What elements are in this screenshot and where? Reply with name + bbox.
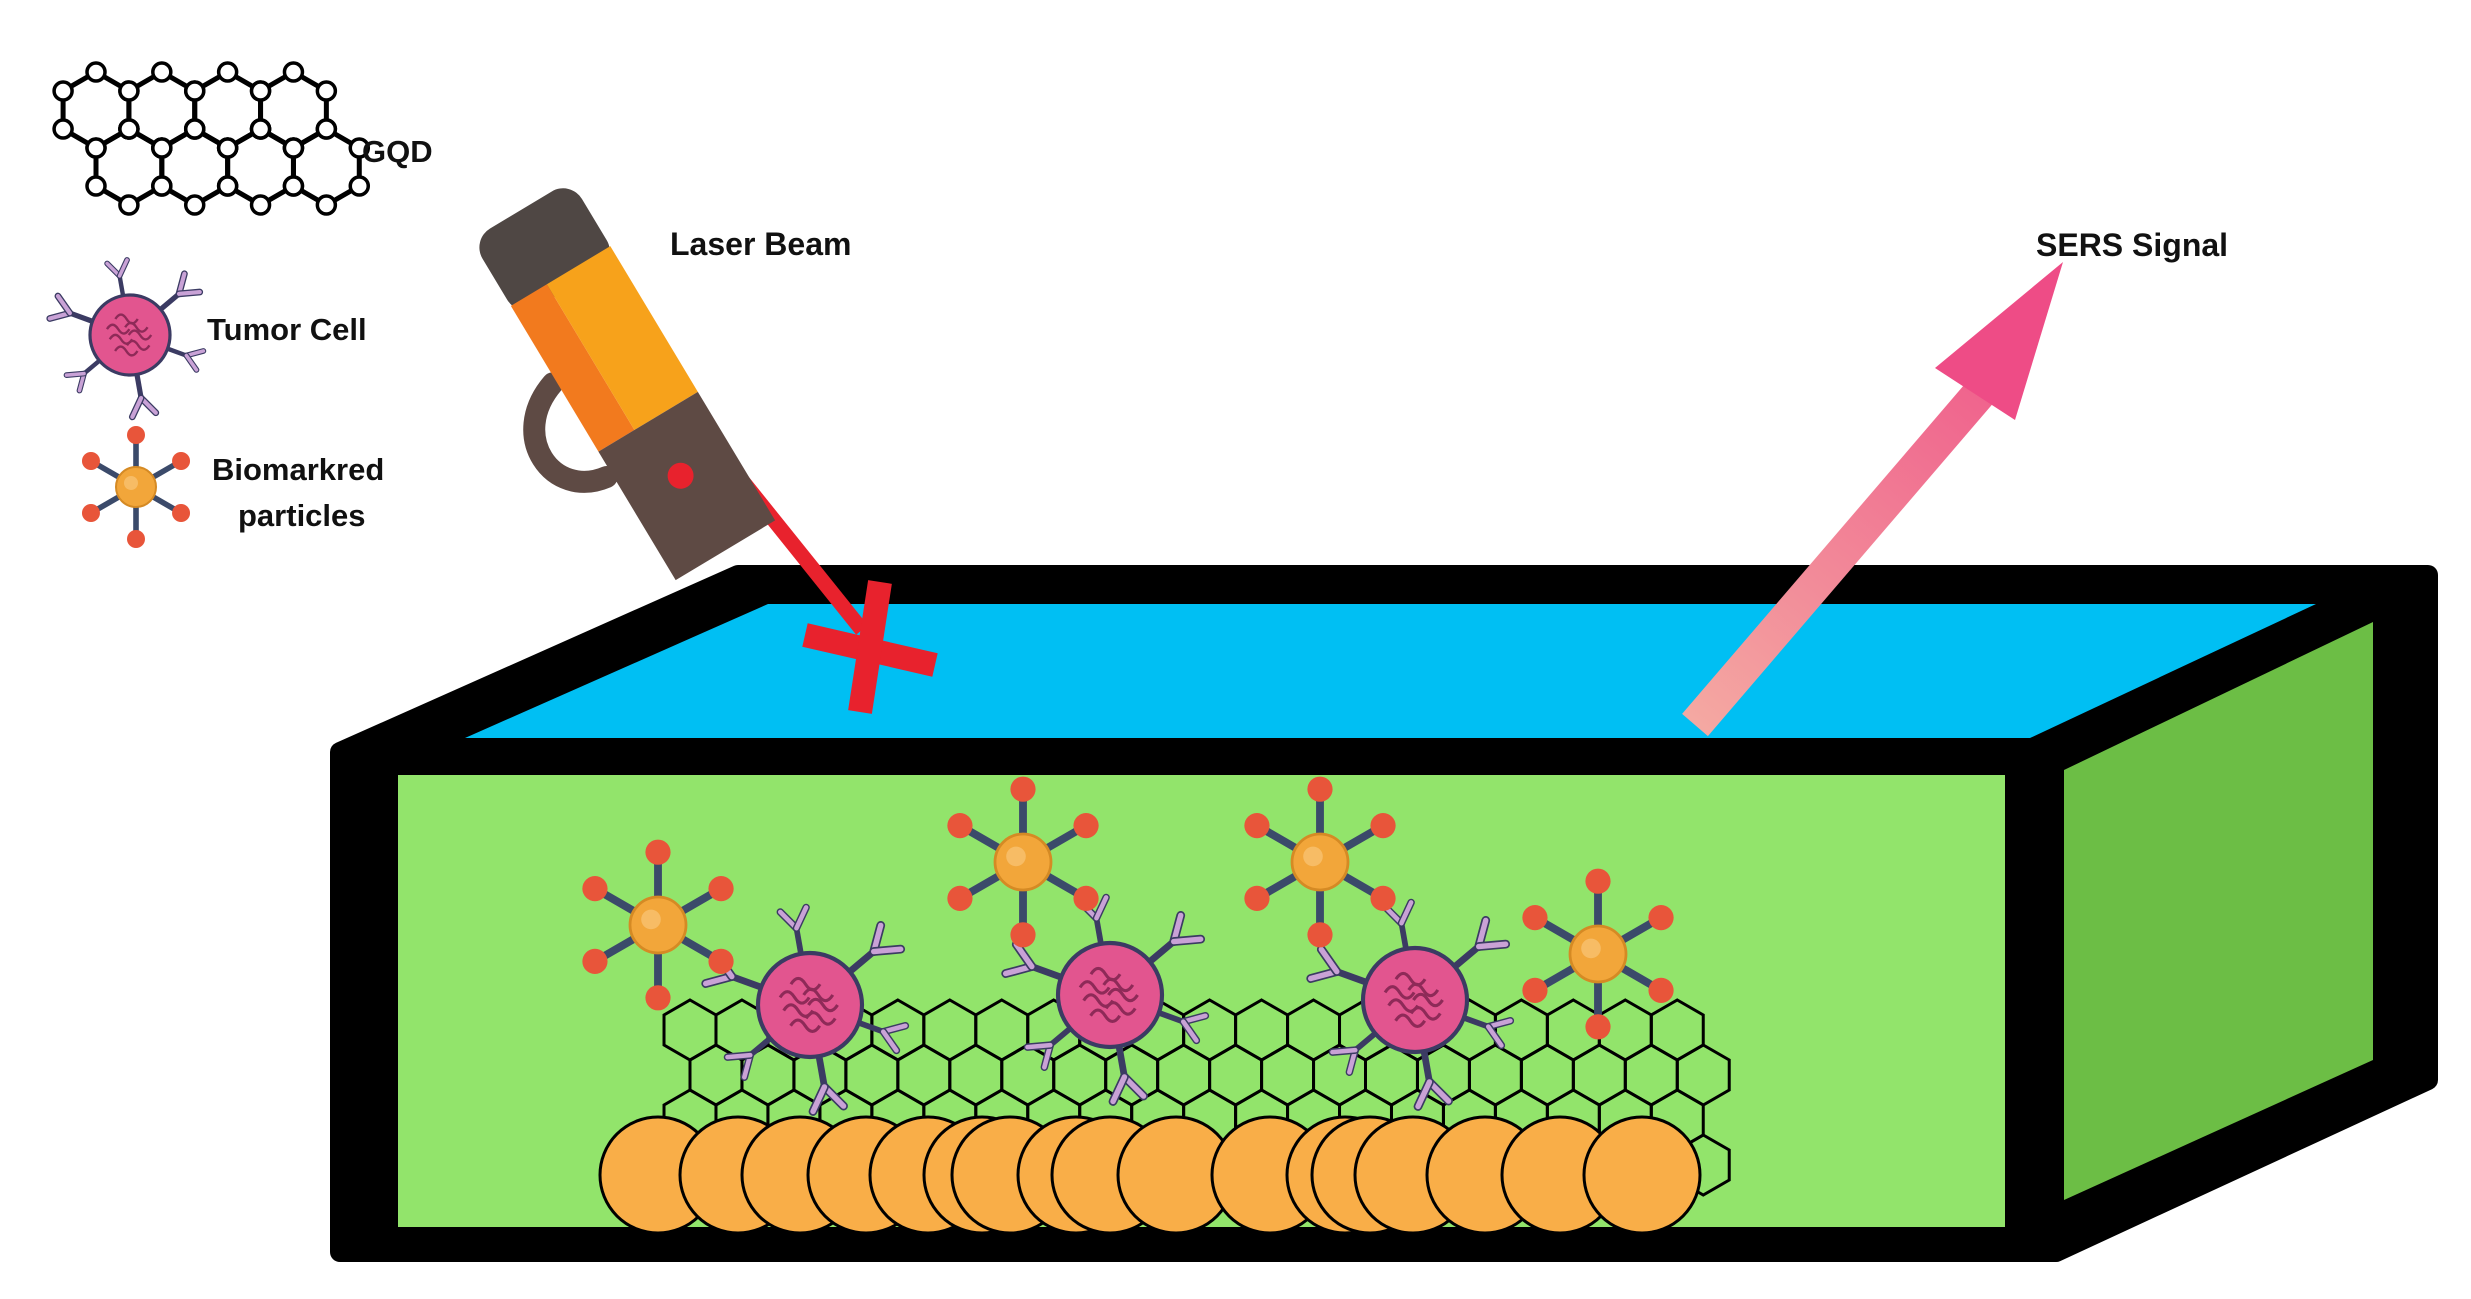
tumor-cell-legend-label: Tumor Cell (207, 312, 367, 347)
antibody-icon (1023, 1024, 1074, 1071)
box-side-face (2064, 622, 2373, 1200)
laser-focus-cross-icon (802, 580, 938, 714)
antibody-icon (1460, 1014, 1515, 1050)
lattice-atom (183, 118, 206, 140)
lattice-atom (52, 80, 74, 102)
gold-nanoparticle-layer (598, 1115, 1702, 1235)
tumor-cell-icon (46, 257, 207, 421)
antibody-icon (104, 257, 130, 298)
lattice-atom (52, 118, 74, 140)
antibody-icon (1328, 1029, 1379, 1076)
antibody-icon (1145, 911, 1206, 966)
gqd-legend-icon (52, 61, 371, 216)
lattice-atom (151, 61, 173, 83)
antibody-icon (855, 1019, 910, 1055)
lattice-atom (151, 175, 173, 197)
lattice-atom (348, 175, 371, 197)
antibody-icon (63, 357, 103, 394)
antibody-icon (1001, 940, 1065, 982)
biomarker-legend-label-line1: Biomarkred (212, 452, 384, 487)
laser-device (479, 188, 938, 714)
antibody-icon (1413, 1048, 1453, 1111)
antibody-icon (128, 371, 160, 421)
lattice-atom (85, 175, 107, 197)
gqd-hexagon (159, 126, 231, 208)
lattice-atom (118, 118, 140, 140)
lattice-atom (216, 175, 239, 197)
gqd-hexagon (225, 126, 296, 208)
antibody-icon (845, 921, 906, 976)
lattice-atom (348, 137, 371, 159)
sers-signal-label: SERS Signal (2036, 227, 2228, 263)
tumor-cell-icon (1001, 893, 1210, 1106)
antibody-icon (164, 345, 207, 373)
antibody-icon (776, 903, 810, 957)
gold-nanoparticle (1582, 1115, 1702, 1235)
lattice-atom (85, 137, 107, 159)
tumor-cell-icon (701, 903, 910, 1116)
liquid-surface (465, 604, 2316, 738)
tumor-cell-icon (1306, 898, 1515, 1111)
legend: GQD Tumor Cell Biomarkred particles (46, 61, 433, 548)
antibody-icon (46, 292, 96, 325)
antibody-icon (1306, 945, 1370, 987)
laser-beam-label: Laser Beam (670, 226, 851, 262)
lattice-atom (151, 137, 173, 159)
lattice-atom (85, 61, 107, 83)
sers-arrow-head (1935, 262, 2063, 420)
laser-body-dark (510, 284, 635, 452)
lattice-atom (118, 80, 140, 102)
lattice-atom (315, 118, 338, 140)
biomarker-particle-legend-icon (81, 426, 191, 548)
lattice-atom (282, 137, 305, 159)
lattice-atom (249, 80, 272, 102)
lattice-atom (216, 61, 239, 83)
lattice-atom (216, 137, 239, 159)
antibody-icon (808, 1053, 848, 1116)
lattice-atom (249, 194, 272, 216)
biomarker-legend-label-line2: particles (238, 498, 366, 533)
gqd-hexagon (93, 126, 165, 208)
biomarker-particle-icon (1244, 776, 1396, 948)
tumor-cells (701, 893, 1515, 1116)
lattice-atom (315, 80, 338, 102)
biomarker-particle-icon (582, 839, 734, 1011)
biomarker-particles (582, 776, 1674, 1040)
biomarker-particle-icon (1522, 868, 1674, 1040)
lattice-atom (315, 194, 338, 216)
lattice-atom (249, 118, 272, 140)
lattice-atom (183, 80, 206, 102)
gqd-hexagon (290, 126, 362, 208)
antibody-icon (1108, 1043, 1148, 1106)
lattice-atom (183, 194, 206, 216)
antibody-icon (157, 270, 204, 313)
tumor-cell-legend-icon (46, 257, 207, 421)
antibody-icon (1155, 1009, 1210, 1045)
lattice-atom (282, 175, 305, 197)
sers-signal-arrow (1682, 262, 2063, 737)
laser-body (546, 246, 698, 430)
antibody-icon (1450, 916, 1511, 971)
biomarker-particle-icon (947, 776, 1099, 948)
biomarker-particle-icon (81, 426, 191, 548)
gqd-legend-label: GQD (362, 134, 433, 169)
lattice-atom (282, 61, 305, 83)
laser-aperture (667, 462, 694, 489)
laser-handle (523, 372, 618, 493)
antibody-icon (723, 1034, 774, 1081)
sers-arrow-shaft (1682, 363, 2008, 737)
lattice-atom (118, 194, 140, 216)
